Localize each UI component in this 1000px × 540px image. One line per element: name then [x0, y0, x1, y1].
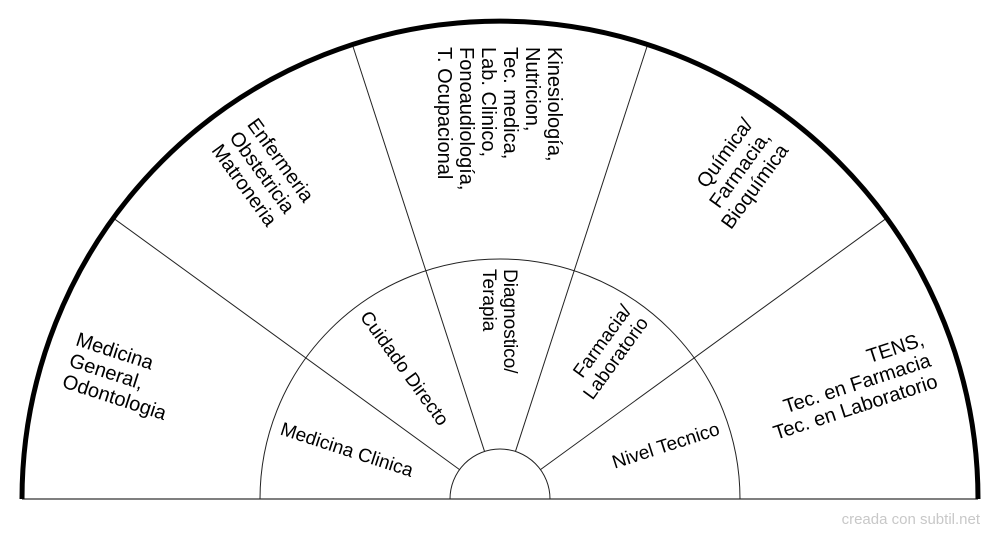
inner-sector-label-line: Terapia: [478, 269, 499, 332]
sector-divider: [540, 217, 888, 471]
outer-sector-label-line: Lab. Clinico,: [477, 47, 499, 157]
inner-sector-label-line: Diagnostico/: [499, 269, 520, 374]
sector-divider: [351, 44, 486, 452]
outer-sector-label-line: Nutricion,: [521, 47, 543, 131]
inner-sector-3: Diagnostico/Terapia: [478, 269, 520, 374]
watermark: creada con subtil.net: [841, 511, 980, 528]
outer-arc: [19, 18, 981, 500]
inner-sector-label-line: Nivel Tecnico: [610, 419, 723, 473]
inner-sector-2: Cuidado Directo: [355, 307, 452, 430]
sector-dividers: [19, 18, 981, 500]
outer-sector-label-line: Fonoaudiología,: [455, 47, 477, 190]
outer-sector-3: Kinesiología,Nutricion,Tec. medica,Lab. …: [433, 47, 565, 190]
inner-sector-label-line: Cuidado Directo: [355, 307, 452, 430]
outer-sector-label-line: T. Ocupacional: [433, 47, 455, 179]
inner-sector-5: Nivel Tecnico: [610, 419, 723, 473]
inner-ring-arc: [259, 258, 741, 500]
inner-sector-1: Medicina Clinica: [278, 419, 416, 482]
sector-divider: [112, 217, 460, 471]
inner-sector-4: Farmacia/Laboratorio: [569, 301, 653, 404]
center-arc: [449, 448, 551, 500]
outer-sector-4: Química/Farmacia,Bioquímica: [693, 114, 794, 233]
inner-sector-label-line: Medicina Clinica: [278, 419, 416, 482]
sector-divider: [514, 44, 649, 452]
outer-sector-label-line: Tec. medica,: [499, 47, 521, 159]
outer-sector-label-line: Kinesiología,: [543, 47, 565, 162]
